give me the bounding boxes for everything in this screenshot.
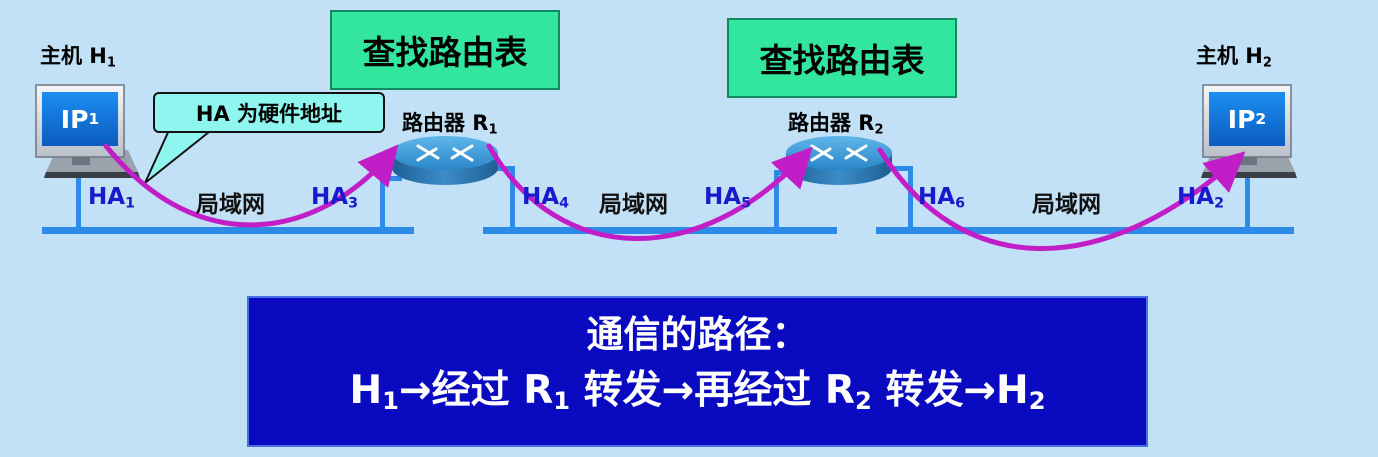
route-arrows	[103, 143, 1246, 251]
ha-label: HA1	[88, 184, 135, 212]
route-table-lookup-box-1: 查找路由表	[330, 10, 560, 90]
router-icon	[392, 136, 498, 185]
host-1-label: 主机 H1	[40, 44, 116, 71]
route-arrow-2	[486, 143, 813, 241]
callout-pointer	[144, 127, 215, 184]
ha-label: HA3	[311, 184, 358, 212]
route-table-lookup-box-2: 查找路由表	[727, 18, 957, 98]
router-2-label: 路由器 R2	[788, 111, 884, 138]
ha-label: HA2	[1177, 184, 1224, 212]
ha-label: HA4	[522, 184, 569, 212]
path-description: H1→经过 R1 转发→再经过 R2 转发→H2	[349, 368, 1046, 416]
lan-label: 局域网	[196, 192, 265, 218]
communication-path-box: 通信的路径： H1→经过 R1 转发→再经过 R2 转发→H2	[247, 296, 1148, 447]
lan-label: 局域网	[1032, 192, 1101, 218]
lan-segment-3	[876, 166, 1294, 234]
route-table-lookup-label: 查找路由表	[362, 33, 528, 72]
hardware-address-callout: HA 为硬件地址	[153, 92, 385, 133]
ha-label: HA6	[918, 184, 965, 212]
lan-label: 局域网	[599, 192, 668, 218]
ha-label: HA5	[704, 184, 751, 212]
route-arrow-3	[877, 147, 1246, 251]
router-1-label: 路由器 R1	[402, 111, 498, 138]
route-table-lookup-label: 查找路由表	[759, 41, 925, 80]
path-title: 通信的路径：	[586, 313, 809, 356]
host-2-label: 主机 H2	[1196, 44, 1272, 71]
route-arrow-1	[103, 143, 399, 228]
